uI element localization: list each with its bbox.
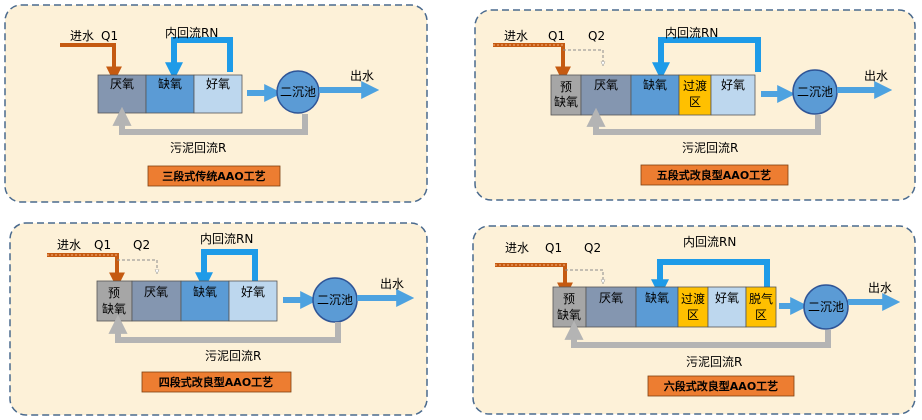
panel-three-stage: 进水 Q1 内回流RN 厌氧 缺氧 好氧 二沉池 出水 污泥回流R 三段式传统A… (4, 4, 428, 203)
sludge-return-label: 污泥回流R (686, 355, 742, 369)
internal-recycle-label: 内回流RN (683, 235, 736, 249)
sludge-return-label: 污泥回流R (205, 349, 261, 363)
pre-anoxic-tank (550, 74, 582, 116)
transition-zone (677, 286, 709, 328)
transition-label-2: 区 (687, 308, 699, 322)
feed-q2-arrow (563, 49, 603, 62)
panel-title: 五段式改良型AAO工艺 (657, 168, 771, 182)
internal-recycle-arrow (652, 37, 761, 81)
transition-zone (678, 74, 712, 116)
anoxic-label: 缺氧 (645, 290, 669, 305)
anoxic-label: 缺氧 (643, 77, 667, 92)
title-box (640, 164, 789, 186)
clarifier-label: 二沉池 (317, 293, 353, 307)
outflow-label: 出水 (380, 277, 404, 291)
pre-anoxic-label-1: 预 (108, 286, 120, 300)
aerobic-label: 好氧 (721, 78, 745, 92)
clarifier (803, 284, 849, 330)
transition-label-1: 过渡 (683, 78, 707, 93)
inflow-label: 进水 (70, 29, 94, 43)
panel-title: 四段式改良型AAO工艺 (159, 375, 273, 389)
title-box (647, 375, 795, 397)
anaerobic-label: 厌氧 (144, 285, 168, 299)
aerobic-label: 好氧 (241, 285, 265, 299)
internal-recycle-label: 内回流RN (200, 232, 253, 246)
anoxic-label: 缺氧 (193, 284, 217, 299)
sludge-return-label: 污泥回流R (170, 141, 226, 155)
anaerobic-label: 厌氧 (110, 77, 134, 91)
anoxic-tank (630, 74, 680, 116)
inflow-label: 进水 (504, 29, 528, 43)
title-box (141, 371, 292, 393)
q1-label: Q1 (101, 29, 118, 43)
internal-recycle-arrow (195, 249, 258, 291)
feed-q2-arrow (117, 259, 157, 270)
anoxic-tank (145, 74, 195, 114)
outflow-label: 出水 (350, 69, 374, 83)
q1-label: Q1 (94, 238, 111, 252)
anaerobic-tank (585, 286, 637, 328)
internal-recycle-arrow (165, 37, 233, 81)
sludge-return-arrow (586, 107, 821, 135)
q2-label: Q2 (588, 29, 605, 43)
outflow-label: 出水 (864, 69, 888, 83)
panel-title: 六段式改良型AAO工艺 (664, 379, 778, 393)
aerobic-tank (707, 286, 747, 328)
q2-label: Q2 (584, 241, 601, 255)
inflow-label: 进水 (57, 238, 81, 252)
sludge-return-arrow (112, 106, 308, 135)
feed-q2-arrow (565, 269, 603, 280)
outflow-label: 出水 (868, 281, 892, 295)
anoxic-tank (635, 286, 679, 328)
pre-anoxic-label-1: 预 (563, 292, 575, 306)
aerobic-tank (228, 280, 278, 322)
pre-anoxic-label-2: 缺氧 (557, 307, 581, 322)
q1-label: Q1 (545, 241, 562, 255)
anoxic-label: 缺氧 (158, 76, 182, 91)
transition-label-1: 过渡 (681, 291, 705, 306)
clarifier-label: 二沉池 (797, 85, 833, 99)
q1-label: Q1 (548, 29, 565, 43)
anoxic-tank (180, 280, 230, 322)
pre-anoxic-label-2: 缺氧 (102, 301, 126, 316)
aerobic-tank (193, 74, 243, 114)
aerobic-tank (710, 74, 756, 116)
internal-recycle-arrow (651, 259, 770, 298)
panel-six-stage: 进水 Q1 Q2 内回流RN 预 缺氧 厌氧 缺氧 过渡 区 好氧 脱气 区 二… (472, 225, 916, 415)
pre-anoxic-label-1: 预 (560, 80, 572, 94)
degassing-zone (745, 286, 777, 328)
anaerobic-label: 厌氧 (594, 78, 618, 92)
title-box (147, 165, 281, 187)
transition-label-2: 区 (689, 95, 701, 109)
sludge-return-arrow (564, 320, 831, 348)
sludge-return-arrow (108, 314, 341, 343)
degassing-label-2: 区 (755, 308, 767, 322)
inflow-label: 进水 (505, 241, 529, 255)
feed-q1-arrow (60, 43, 122, 83)
clarifier-label: 二沉池 (280, 85, 316, 99)
aerobic-label: 好氧 (206, 77, 230, 91)
clarifier-label: 二沉池 (808, 300, 844, 314)
internal-recycle-label: 内回流RN (665, 26, 718, 40)
aerobic-label: 好氧 (715, 291, 739, 305)
q2-label: Q2 (133, 238, 150, 252)
pre-anoxic-label-2: 缺氧 (554, 94, 578, 109)
anaerobic-tank (97, 74, 147, 114)
anaerobic-tank (131, 280, 182, 322)
panel-five-stage: 进水 Q1 Q2 内回流RN 预 缺氧 厌氧 缺氧 过渡 区 好氧 二沉池 出水… (474, 9, 916, 201)
panel-title: 三段式传统AAO工艺 (162, 169, 265, 183)
sludge-return-label: 污泥回流R (682, 141, 738, 155)
internal-recycle-label: 内回流RN (165, 26, 218, 40)
panel-four-stage: 进水 Q1 Q2 内回流RN 预 缺氧 厌氧 缺氧 好氧 二沉池 出水 污泥回流… (9, 222, 428, 416)
degassing-label-1: 脱气 (749, 291, 773, 306)
anaerobic-label: 厌氧 (599, 291, 623, 305)
